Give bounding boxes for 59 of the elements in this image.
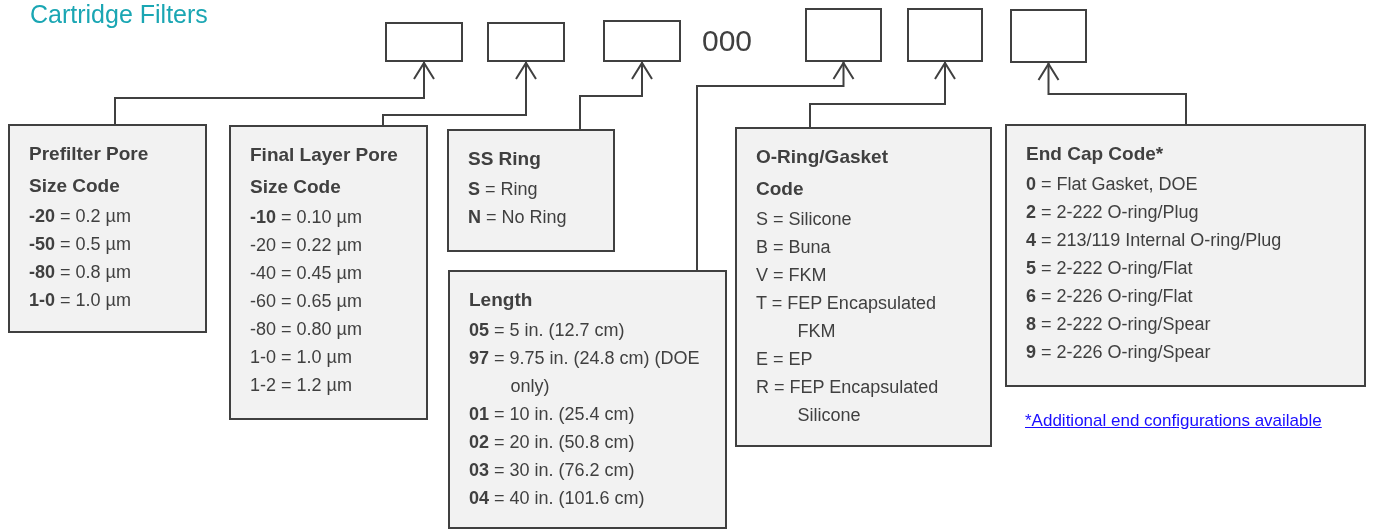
code-line: 97 = 9.75 in. (24.8 cm) (DOE only) <box>469 347 701 398</box>
code-line: 02 = 20 in. (50.8 cm) <box>469 431 636 454</box>
code-line: -20 = 0.22 µm <box>250 234 363 257</box>
code-line: 9 = 2-226 O-ring/Spear <box>1026 341 1212 364</box>
code-line: 05 = 5 in. (12.7 cm) <box>469 319 626 342</box>
code-line: -50 = 0.5 µm <box>29 233 132 256</box>
code-table-box <box>229 125 428 420</box>
code-line: B = Buna <box>756 236 832 259</box>
code-line: 1-0 = 1.0 µm <box>29 289 132 312</box>
code-line: S = Silicone <box>756 208 853 231</box>
table-heading: End Cap Code* <box>1026 142 1165 166</box>
table-heading: Prefilter Pore Size Code <box>29 142 150 198</box>
code-line: 1-2 = 1.2 µm <box>250 374 353 397</box>
table-heading: SS Ring <box>468 147 542 171</box>
code-line: S = Ring <box>468 178 539 201</box>
code-slot-box <box>487 22 565 62</box>
code-slot-box <box>1010 9 1087 63</box>
code-line: N = No Ring <box>468 206 568 229</box>
connector-arrow <box>114 61 435 125</box>
connector-arrow <box>579 61 653 130</box>
code-table-box <box>1005 124 1366 387</box>
connector-arrow <box>382 61 537 126</box>
code-slot-box <box>907 8 983 62</box>
code-table-box <box>447 129 615 252</box>
code-table-box <box>448 270 727 529</box>
title: Cartridge Filters <box>30 0 208 28</box>
code-line: 1-0 = 1.0 µm <box>250 346 353 369</box>
code-line: -40 = 0.45 µm <box>250 262 363 285</box>
code-slot-box <box>603 20 681 62</box>
connector-arrow <box>696 61 855 271</box>
code-slot-box <box>385 22 463 62</box>
code-slot-box <box>805 8 882 62</box>
code-line: 8 = 2-222 O-ring/Spear <box>1026 313 1212 336</box>
code-line: V = FKM <box>756 264 828 287</box>
code-line: 0 = Flat Gasket, DOE <box>1026 173 1199 196</box>
code-line: 04 = 40 in. (101.6 cm) <box>469 487 646 510</box>
code-line: 01 = 10 in. (25.4 cm) <box>469 403 636 426</box>
table-heading: Length <box>469 288 534 312</box>
code-table-box <box>8 124 207 333</box>
code-segment-text: 000 <box>702 23 753 59</box>
code-line: 5 = 2-222 O-ring/Flat <box>1026 257 1194 280</box>
code-line: T = FEP Encapsulated FKM <box>756 292 937 343</box>
code-line: -80 = 0.80 µm <box>250 318 363 341</box>
code-line: -60 = 0.65 µm <box>250 290 363 313</box>
code-line: 6 = 2-226 O-ring/Flat <box>1026 285 1194 308</box>
code-line: 4 = 213/119 Internal O-ring/Plug <box>1026 229 1283 252</box>
code-line: 2 = 2-222 O-ring/Plug <box>1026 201 1200 224</box>
code-table-box <box>735 127 992 447</box>
code-line: E = EP <box>756 348 814 371</box>
table-heading: Final Layer Pore Size Code <box>250 143 399 199</box>
code-line: -20 = 0.2 µm <box>29 205 132 228</box>
code-line: 03 = 30 in. (76.2 cm) <box>469 459 636 482</box>
footnote-link: *Additional end configurations available <box>1025 410 1322 432</box>
connector-arrow <box>1037 62 1187 125</box>
code-line: -80 = 0.8 µm <box>29 261 132 284</box>
table-heading: O-Ring/Gasket Code <box>756 145 889 201</box>
connector-arrow <box>809 61 956 128</box>
code-line: R = FEP Encapsulated Silicone <box>756 376 940 427</box>
code-line: -10 = 0.10 µm <box>250 206 363 229</box>
